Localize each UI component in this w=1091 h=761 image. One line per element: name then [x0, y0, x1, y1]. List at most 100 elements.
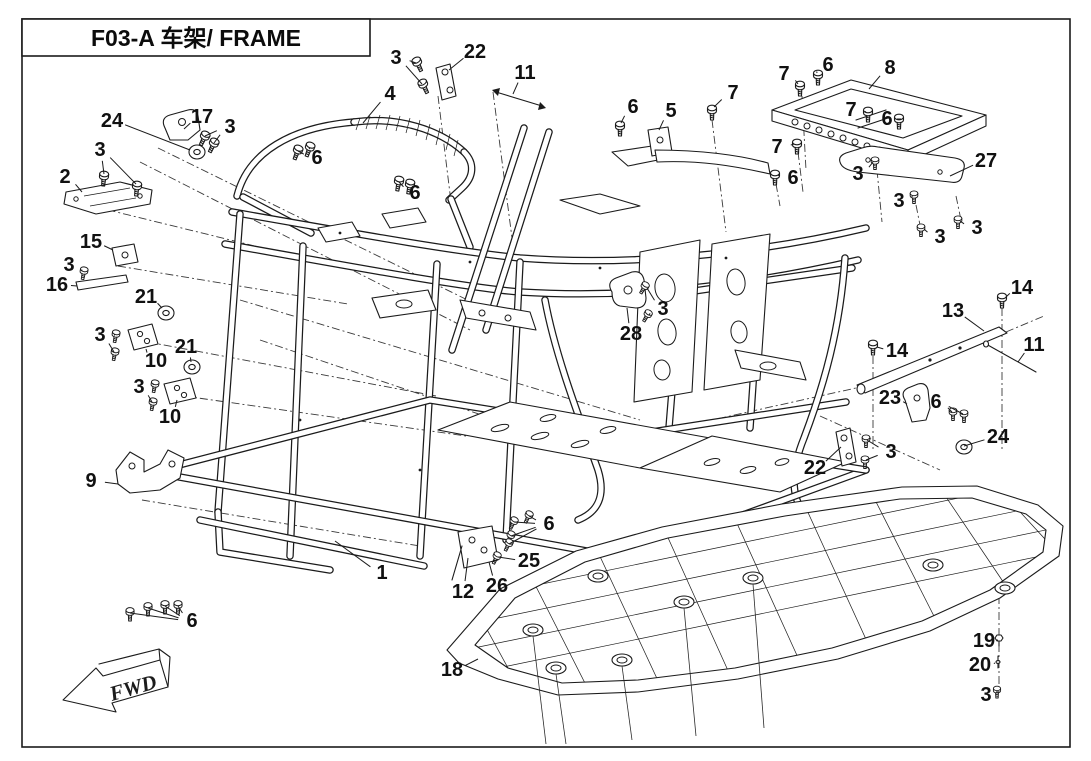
callout-10: 10: [159, 406, 181, 428]
leader-line: [145, 348, 148, 353]
leader-line: [713, 99, 723, 108]
callout-19: 19: [973, 630, 995, 652]
callout-16: 16: [46, 274, 68, 296]
callout-7: 7: [778, 63, 789, 85]
floor-pans: [437, 401, 847, 493]
leader-line: [109, 157, 137, 185]
callout-3: 3: [94, 324, 105, 346]
leader-line: [189, 357, 192, 363]
callout-15: 15: [80, 231, 102, 253]
callout-9: 9: [85, 470, 96, 492]
callout-3: 3: [893, 190, 904, 212]
leader-line: [794, 80, 799, 85]
link-22-left: [435, 63, 457, 101]
page-border: [21, 18, 1071, 748]
leader-line: [407, 183, 411, 186]
callout-13: 13: [942, 300, 964, 322]
leader-line: [488, 561, 494, 576]
leader-line: [147, 395, 153, 403]
leader-line: [405, 65, 423, 85]
leader-line: [620, 115, 626, 124]
bracket-10b: [163, 377, 197, 405]
leader-line: [204, 130, 218, 137]
leader-line: [868, 75, 881, 90]
page-title: F03-A 车架/ FRAME: [91, 25, 301, 51]
leader-line: [124, 124, 191, 151]
callout-3: 3: [63, 254, 74, 276]
bracket-28: [609, 271, 647, 309]
bracket-15: [111, 243, 139, 267]
leader-line: [790, 143, 795, 146]
leader-line: [297, 150, 305, 155]
callout-8: 8: [884, 57, 895, 79]
leader-line: [409, 60, 417, 64]
callout-14: 14: [1011, 277, 1034, 299]
leader-line: [964, 316, 985, 332]
callout-17: 17: [191, 106, 213, 128]
callout-2: 2: [59, 166, 70, 188]
callout-12: 12: [452, 581, 474, 603]
callout-7: 7: [727, 82, 738, 104]
leader-line: [658, 120, 664, 131]
mount-9: [115, 449, 185, 494]
callout-3: 3: [390, 47, 401, 69]
leader-line: [334, 540, 371, 568]
leader-line: [993, 662, 996, 664]
leader-line: [174, 399, 178, 407]
callout-3: 3: [94, 139, 105, 161]
leader-line: [646, 287, 655, 301]
callout-11: 11: [514, 62, 535, 84]
plate-2: [63, 181, 153, 215]
callout-5: 5: [665, 100, 676, 122]
callout-3: 3: [885, 441, 896, 463]
bracket-17: [162, 109, 201, 141]
leader-line: [464, 557, 469, 582]
callout-6: 6: [881, 108, 892, 130]
leader-line: [104, 481, 119, 485]
callout-3: 3: [852, 163, 863, 185]
leader-line: [362, 101, 381, 124]
leader-line: [108, 343, 115, 353]
callout-6: 6: [822, 54, 833, 76]
skid-plate-bosses: [522, 558, 1016, 675]
callout-3: 3: [224, 116, 235, 138]
leader-line: [528, 515, 537, 521]
leader-line: [510, 526, 536, 537]
leader-line: [152, 383, 155, 386]
callout-7: 7: [771, 136, 782, 158]
leader-line: [1017, 352, 1025, 363]
leader-line: [825, 446, 842, 462]
rail-plates: [298, 193, 807, 472]
callout-11: 11: [1023, 334, 1044, 356]
callout-25: 25: [518, 550, 540, 572]
callout-3: 3: [934, 226, 945, 248]
bracket-23: [902, 383, 931, 423]
callout-3: 3: [657, 298, 668, 320]
bracket-12-26: [451, 525, 499, 581]
callout-3: 3: [133, 376, 144, 398]
leader-line: [497, 556, 516, 561]
leader-line: [864, 111, 867, 113]
callout-6: 6: [787, 167, 798, 189]
callout-6: 6: [186, 610, 197, 632]
fwd-arrow: FWD: [62, 648, 171, 713]
leader-line: [902, 401, 908, 405]
leader-line: [648, 313, 651, 316]
plate-27: [839, 145, 965, 183]
rod-11: [492, 88, 1037, 373]
callout-6: 6: [930, 391, 941, 413]
leader-line: [448, 57, 464, 71]
bracket-5: [611, 126, 771, 175]
crossbar-13: [856, 326, 1008, 395]
leader-line: [868, 161, 874, 168]
leader-line: [157, 302, 163, 309]
leader-line: [103, 245, 114, 251]
callout-6: 6: [311, 147, 322, 169]
callout-21: 21: [175, 336, 197, 358]
leader-line: [626, 307, 630, 324]
leader-line: [164, 605, 181, 617]
leader-line: [923, 228, 928, 233]
callout-27: 27: [975, 150, 997, 172]
